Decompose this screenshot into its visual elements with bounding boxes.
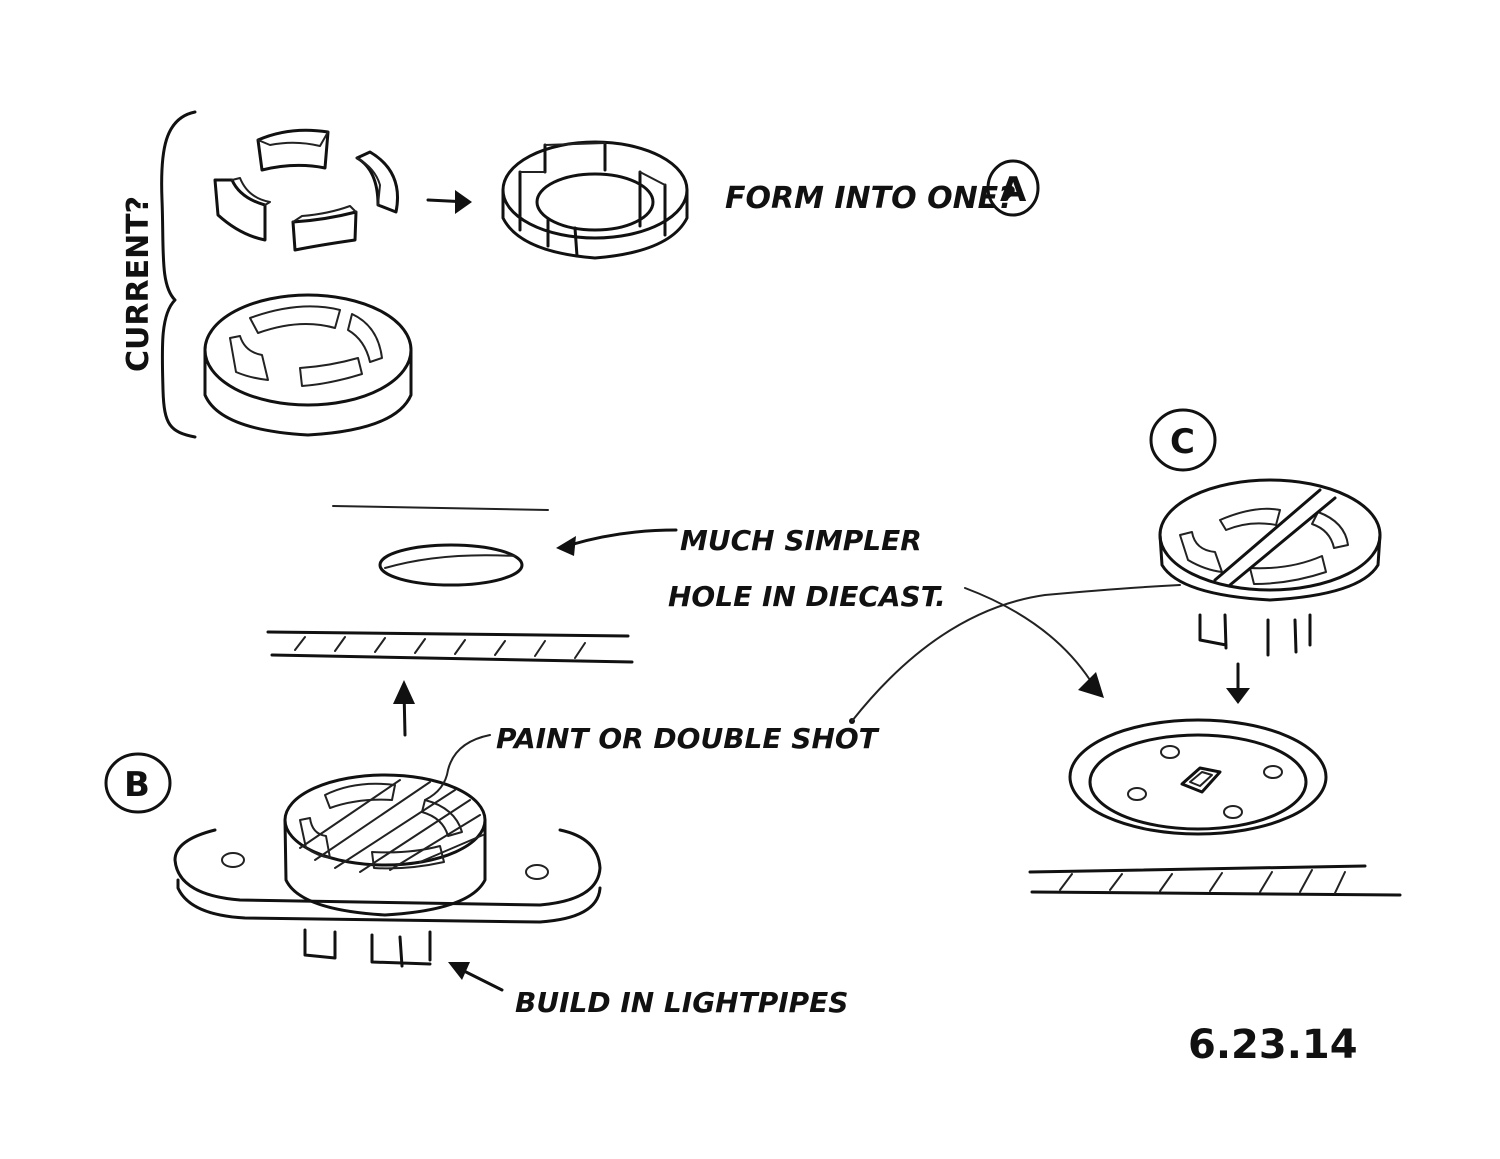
paint-leader	[424, 734, 491, 801]
c-surface-hatch	[1028, 864, 1402, 897]
label-current: CURRENT?	[121, 196, 156, 372]
label-hole-in-diecast: HOLE IN DIECAST.	[668, 580, 946, 613]
marker-b: B	[104, 752, 172, 814]
current-puck	[203, 293, 413, 437]
marker-a: A	[986, 159, 1040, 217]
marker-b-letter: B	[124, 765, 150, 805]
marker-c: C	[1149, 408, 1217, 472]
label-build-in-lightpipes: BUILD IN LIGHTPIPES	[515, 986, 848, 1019]
c-puck	[1158, 478, 1382, 657]
arrow-to-ring	[426, 190, 472, 214]
arrow-to-c-base	[964, 587, 1104, 698]
diecast-hole	[266, 505, 634, 664]
lightpipe-arrow	[448, 962, 504, 992]
current-bracket	[160, 110, 197, 439]
combined-ring	[501, 140, 689, 260]
separate-light-segments	[213, 128, 399, 252]
marker-a-letter: A	[1000, 170, 1027, 210]
flanged-puck	[173, 773, 602, 968]
arrow-to-hole	[556, 528, 678, 556]
connector-to-c	[849, 584, 1181, 724]
marker-c-letter: C	[1170, 422, 1195, 462]
label-date: 6.23.14	[1188, 1022, 1358, 1068]
label-much-simpler: MUCH SIMPLER	[680, 524, 922, 557]
c-base-plate	[1068, 718, 1328, 836]
up-arrow	[393, 680, 415, 737]
down-arrow	[1226, 662, 1250, 704]
label-form-into-one: FORM INTO ONE?	[725, 181, 1016, 216]
label-paint-or-double-shot: PAINT OR DOUBLE SHOT	[496, 722, 880, 755]
